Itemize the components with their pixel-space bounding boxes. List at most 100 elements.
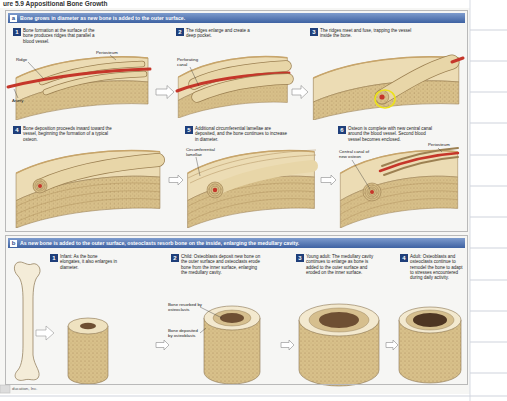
- lamella-line: [190, 155, 316, 183]
- step-number: 3: [296, 254, 304, 262]
- central-canal: [370, 190, 374, 194]
- step-box: 1Bone formation at the surface of the bo…: [11, 27, 156, 122]
- osteon-ring: [369, 189, 376, 196]
- step-box: 4Adult: Osteoblasts and osteoclasts cont…: [398, 253, 464, 383]
- step-text: Child: Osteoblasts deposit new bone on t…: [181, 254, 263, 275]
- notebook-rule: [470, 311, 507, 312]
- leader-line: [110, 55, 116, 60]
- step-number: 1: [13, 28, 21, 36]
- blood-vessel: [379, 94, 384, 99]
- step-box: 2Child: Osteoblasts deposit new bone on …: [169, 253, 281, 383]
- bone-ridge: [46, 74, 144, 92]
- notebook-rule: [470, 248, 507, 249]
- bone-block: [188, 151, 315, 228]
- bone-ring: [406, 310, 454, 330]
- step-text: Additional circumferential lamellae are …: [195, 126, 290, 142]
- step-number: 5: [185, 126, 193, 134]
- blood-vessel: [38, 184, 42, 188]
- medullary-cavity: [220, 313, 244, 323]
- bone-ridge: [40, 160, 158, 186]
- osteon-section: [363, 183, 381, 201]
- fused-ridge: [382, 62, 452, 97]
- part-label: Periosteum: [428, 142, 450, 147]
- shaft-end: [204, 306, 260, 330]
- blood-vessel: [213, 188, 217, 192]
- step-box: 4Bone deposition proceeds inward toward …: [11, 125, 169, 229]
- long-bone: [14, 262, 40, 380]
- step-box: 6Osteon is complete with new central can…: [336, 125, 464, 229]
- step-box: 1Infant: As the bone elongates, it also …: [48, 253, 156, 383]
- step-arrow: [386, 340, 398, 350]
- bone-shaft: [68, 326, 108, 384]
- step-header: 2Child: Osteoblasts deposit new bone on …: [171, 254, 263, 275]
- step-arrow: [281, 340, 294, 350]
- leader-line: [196, 157, 200, 176]
- panel-header-band: bAs new bone is added to the outer surfa…: [8, 238, 465, 248]
- part-label: Periosteum: [96, 50, 118, 55]
- step-text: Infant: As the bone elongates, it also e…: [60, 254, 118, 270]
- step-text: The ridges enlarge and create a deep poc…: [186, 28, 258, 39]
- step-number: 4: [400, 254, 408, 262]
- step-text: Young adult: The medullary cavity contin…: [306, 254, 380, 275]
- bone-block: [16, 151, 160, 228]
- notebook-rule: [470, 0, 471, 401]
- osteon-ring: [209, 184, 221, 196]
- lamella-line: [188, 150, 316, 178]
- bone-block: [178, 57, 287, 118]
- step-arrow: [156, 86, 174, 99]
- step-text: Bone formation at the surface of the bon…: [23, 28, 103, 44]
- leader-line: [200, 328, 206, 333]
- panel-letter: a: [10, 15, 17, 22]
- osteon-ring: [37, 183, 44, 190]
- bone-ridge: [215, 166, 312, 190]
- leader-line: [438, 148, 442, 152]
- leader-line: [14, 89, 18, 98]
- step-arrow: [321, 175, 336, 185]
- step-text: Adult: Osteoblasts and osteoclasts conti…: [410, 254, 464, 280]
- notebook-rule: [0, 396, 507, 397]
- leader-line: [190, 67, 199, 86]
- shaft-end: [68, 318, 108, 334]
- bone-ridge: [197, 79, 288, 97]
- notebook-rule: [470, 342, 507, 343]
- step-text: The ridges meet and fuse, trapping the v…: [320, 28, 420, 39]
- step-header: 2The ridges enlarge and create a deep po…: [176, 28, 258, 39]
- medullary-cavity: [413, 313, 447, 327]
- step-header: 1Bone formation at the surface of the bo…: [13, 28, 103, 44]
- leader-line: [28, 62, 44, 79]
- step-text: Bone deposition proceeds inward toward t…: [23, 126, 118, 142]
- step-header: 1Infant: As the bone elongates, it also …: [50, 254, 118, 270]
- blood-vessel: [452, 58, 463, 62]
- medullary-cavity: [80, 323, 96, 329]
- shaft-end: [299, 304, 379, 336]
- step-number: 3: [310, 28, 318, 36]
- panel-header-band: aBone grows in diameter as new bone is a…: [8, 13, 465, 23]
- step-box: 5Additional circumferential lamellae are…: [183, 125, 321, 229]
- step-header: 5Additional circumferential lamellae are…: [185, 126, 290, 142]
- leader-line: [352, 160, 370, 189]
- copyright-note: ducation, Inc.: [12, 386, 38, 391]
- blood-vessel: [380, 153, 458, 171]
- fused-ridge: [382, 62, 452, 97]
- step-number: 6: [338, 126, 346, 134]
- notebook-rule: [470, 373, 507, 374]
- step-header: 4Adult: Osteoblasts and osteoclasts cont…: [400, 254, 464, 280]
- osteon-ring: [365, 185, 379, 199]
- panel-frame: aBone grows in diameter as new bone is a…: [5, 10, 468, 232]
- step-box: 3The ridges meet and fuse, trapping the …: [308, 27, 464, 122]
- step-number: 1: [50, 254, 58, 262]
- step-header: 3Young adult: The medullary cavity conti…: [296, 254, 380, 275]
- part-label: Bone resorbed by osteoclasts: [168, 302, 202, 312]
- bone-ridge: [197, 79, 288, 97]
- part-label: Ridge: [16, 57, 27, 62]
- figure-title: ure 5.9 Appositional Bone Growth: [3, 0, 108, 8]
- bone-block: [313, 57, 458, 120]
- notebook-rule: [470, 155, 507, 156]
- step-number: 2: [171, 254, 179, 262]
- step-header: 6Osteon is complete with new central can…: [338, 126, 436, 142]
- part-label: Circumferential lamellae: [186, 147, 226, 157]
- panel-letter: b: [10, 240, 17, 247]
- shaft-end: [399, 307, 461, 333]
- step-header: 4Bone deposition proceeds inward toward …: [13, 126, 118, 142]
